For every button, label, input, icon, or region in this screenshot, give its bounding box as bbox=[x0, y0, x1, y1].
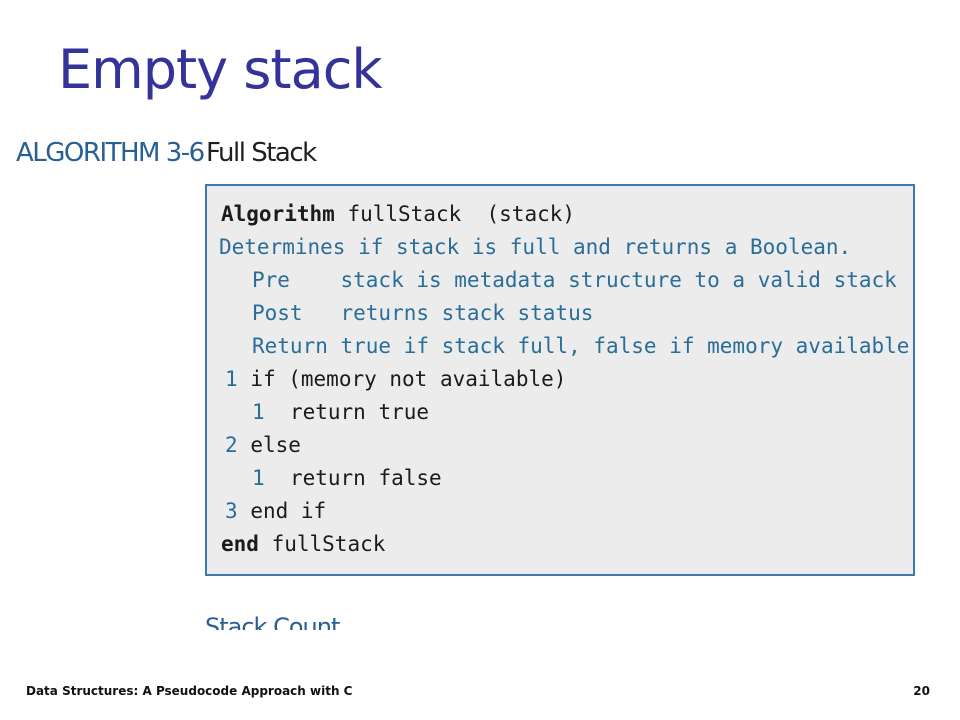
step-number: 1 bbox=[252, 400, 265, 424]
algorithm-signature: fullStack (stack) bbox=[334, 202, 576, 226]
pseudocode-box: Algorithm fullStack (stack) Determines i… bbox=[205, 184, 915, 576]
step-number: 1 bbox=[225, 367, 238, 391]
step-text: else bbox=[250, 433, 301, 457]
code-line-step-1-1: 1 return true bbox=[252, 399, 429, 425]
code-line-post: Post returns stack status bbox=[252, 301, 594, 325]
code-line-step-2: 2 else bbox=[225, 432, 301, 458]
next-algorithm-caption: Stack Count bbox=[205, 613, 340, 630]
code-line-step-3: 3 end if bbox=[225, 498, 326, 524]
code-line-pre: Pre stack is metadata structure to a val… bbox=[252, 268, 897, 292]
slide-title: Empty stack bbox=[58, 38, 383, 101]
footer-page-number: 20 bbox=[913, 684, 930, 698]
algorithm-number: ALGORITHM 3-6 bbox=[16, 138, 205, 168]
code-line-header: Algorithm fullStack (stack) bbox=[221, 201, 575, 227]
code-line-description: Determines if stack is full and returns … bbox=[219, 235, 852, 259]
code-line-return: Return true if stack full, false if memo… bbox=[252, 334, 910, 358]
step-text: return false bbox=[289, 466, 442, 490]
algorithm-header: ALGORITHM 3-6 Full Stack bbox=[16, 138, 317, 168]
end-algorithm-name: fullStack bbox=[258, 532, 386, 556]
code-line-step-2-1: 1 return false bbox=[252, 465, 442, 491]
keyword-end: end bbox=[221, 532, 259, 556]
footer-book-title: Data Structures: A Pseudocode Approach w… bbox=[26, 684, 353, 698]
code-line-step-1: 1 if (memory not available) bbox=[225, 366, 566, 392]
keyword-algorithm: Algorithm bbox=[221, 202, 335, 226]
step-number: 1 bbox=[252, 466, 265, 490]
step-text: return true bbox=[289, 400, 430, 424]
step-text: end if bbox=[250, 499, 327, 523]
step-text: if (memory not available) bbox=[250, 367, 567, 391]
algorithm-name: Full Stack bbox=[206, 138, 317, 168]
code-line-end: end fullStack bbox=[221, 531, 385, 557]
step-number: 2 bbox=[225, 433, 238, 457]
step-number: 3 bbox=[225, 499, 238, 523]
